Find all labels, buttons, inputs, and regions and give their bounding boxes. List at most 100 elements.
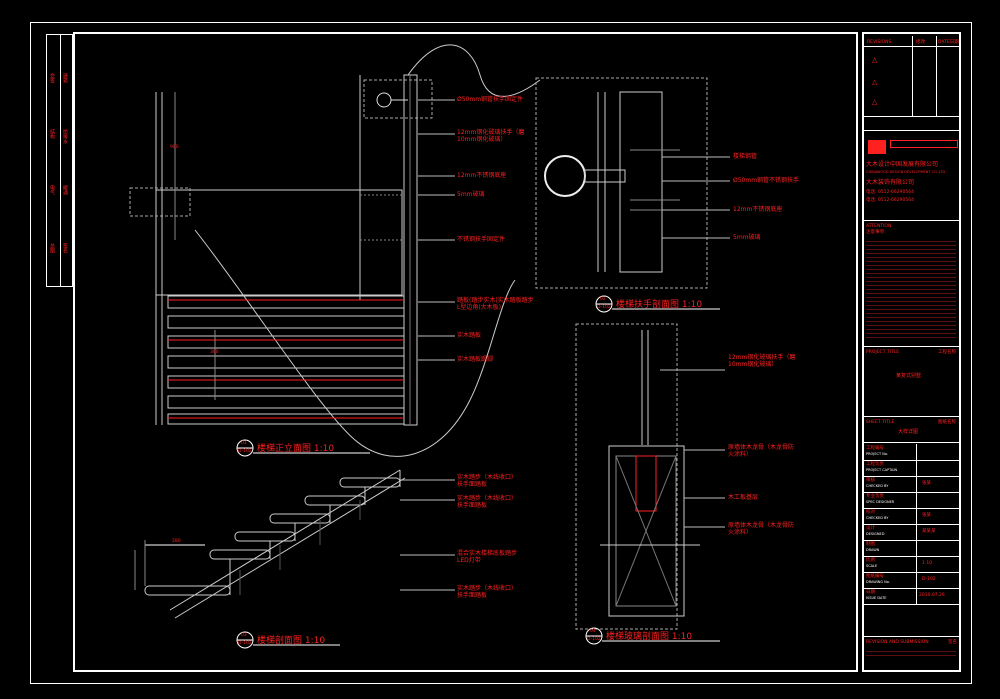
field-cn: 工程编号 — [866, 446, 884, 451]
field-val: 张某 — [922, 481, 931, 486]
field-cn: 校对 — [866, 510, 875, 515]
sheet-label-cn: 图纸名称 — [938, 420, 956, 425]
project-label-cn: 工程名称 — [938, 350, 956, 355]
strip-label: 给排水 — [62, 129, 68, 144]
strip-label: 会签 — [49, 73, 55, 83]
warning-triangle-icon: △ — [872, 78, 878, 86]
warning-triangle-icon: △ — [872, 56, 878, 64]
footer-label-cn: 签名 — [948, 640, 957, 645]
field-cn: 制图 — [866, 542, 875, 547]
field-en: SPEC DESIGNER — [866, 500, 895, 504]
strip-label: 建筑 — [62, 73, 68, 83]
field-en: SCALE — [866, 564, 878, 568]
left-sign-strip: 会签 建筑 结构 给排水 电气 暖通 总图 签名 — [46, 34, 73, 287]
field-cn: 专业负责 — [866, 494, 884, 499]
footer-text-lines — [866, 648, 956, 658]
field-en: PROJECT CAPTAIN — [866, 468, 898, 472]
drawing-frame — [73, 32, 858, 672]
badge-bottom: D-102 — [597, 305, 611, 310]
glass-panel — [155, 189, 403, 296]
handrail-circle — [376, 92, 392, 108]
dim-rail: 900 — [170, 145, 179, 150]
note: Ø50mm钢管扶手固定件 — [457, 96, 524, 103]
field-cn: 审核 — [866, 478, 875, 483]
notice-cn: 注意事项： — [866, 230, 889, 235]
field-en: CHECKED BY — [866, 484, 889, 488]
note: 12mm钢化玻璃扶手（磨10mm钢化玻璃） — [457, 129, 525, 143]
note: 12mm不锈钢底座 — [457, 172, 507, 179]
field-en: DRAWING No. — [866, 580, 890, 584]
title-badges — [236, 295, 720, 649]
company-logo — [868, 140, 886, 154]
notice-text-block — [866, 238, 956, 338]
revisions-col3: DATE日期 — [938, 40, 959, 45]
footer-label: REVISION AND SUBMISSION — [866, 640, 929, 645]
field-cn: 工程负责 — [866, 462, 884, 467]
strip-label: 签名 — [62, 243, 68, 253]
badge-bottom: D-102 — [238, 449, 252, 454]
view-title-handrail: 楼梯扶手剖面图 1:10 — [616, 300, 703, 310]
strip-label: 总图 — [49, 243, 55, 253]
field-val: D-102 — [922, 577, 936, 582]
note: 实木踏板踢脚 — [457, 356, 494, 363]
field-en: DRAWN — [866, 548, 880, 552]
badge-top: 03 — [241, 633, 247, 638]
dim-riser: 300 — [210, 350, 219, 355]
company-name-cn: 大木设计中国发展有限公司 — [866, 161, 939, 168]
sheet-outer-border — [30, 22, 972, 684]
field-en: ISSUE DATE — [866, 596, 887, 600]
view-title-stair-section: 楼梯剖面图 1:10 — [257, 636, 326, 646]
break-curve-2 — [194, 229, 516, 457]
tel1: 电话: 0512-66290564 — [866, 190, 914, 195]
field-val: 2010.07.26 — [919, 593, 945, 598]
badge-bottom: D-102 — [238, 641, 252, 646]
wall-body — [608, 445, 685, 617]
field-cn: 图纸编号 — [866, 574, 884, 579]
project-name: 某复式别墅 — [896, 373, 922, 379]
dim-tread: 280 — [172, 539, 181, 544]
note: 踏板(踏步实木)实木踏板踏步L型边角(大木板) — [457, 297, 534, 311]
break-curve — [407, 44, 541, 97]
strip-label: 结构 — [49, 129, 55, 139]
badge-bottom: D-102 — [587, 637, 601, 642]
note: 实木踏步（木线收口）扶手面踏板 — [457, 474, 518, 488]
project-label: PROJECT TITLE — [866, 350, 900, 355]
revision-table: REVISIONS 修改 DATE日期 △ △ △ — [864, 36, 960, 117]
badge-top: 04 — [590, 629, 596, 634]
strip-label: 暖通 — [62, 185, 68, 195]
note: 原墙体木龙骨（木龙骨防火涂料） — [728, 522, 795, 536]
note: 实木踏步（木线收口）扶手面踏板 — [457, 495, 518, 509]
field-cn: 比例 — [866, 558, 875, 563]
handrail-section-circle — [544, 155, 586, 197]
badge-top: 02 — [600, 297, 606, 302]
note: 混合实木楼梯底板踏步LED灯带 — [457, 550, 518, 564]
field-en: PROJECT No. — [866, 452, 889, 456]
note: 12mm钢化玻璃扶手（磨10mm钢化玻璃） — [728, 354, 796, 368]
company-name-cn2: 大木装饰有限公司 — [866, 179, 915, 186]
field-val: 某某某 — [922, 529, 936, 534]
field-en: DESIGNED — [866, 532, 885, 536]
company-name-en: CHINAWOOD DESIGN DEVELOPMENT CO.,LTD — [866, 170, 946, 174]
title-block-frame — [862, 32, 961, 672]
field-cn: 设计 — [866, 526, 875, 531]
badge-top: 01 — [241, 441, 247, 446]
strip-label: 电气 — [49, 185, 55, 195]
note: 实木踏步（木线收口）扶手面踏板 — [457, 585, 518, 599]
revisions-col2: 修改 — [916, 40, 925, 45]
field-val: 1:10 — [922, 561, 933, 566]
field-cn: 日期 — [866, 590, 875, 595]
field-en: CHECKED BY — [866, 516, 889, 520]
view-title-wall-section: 楼梯玻璃剖面图 1:10 — [606, 632, 693, 642]
note: 5mm玻璃 — [457, 191, 485, 198]
note: 5mm玻璃 — [733, 234, 761, 241]
note: 不锈钢扶手固定件 — [457, 236, 506, 243]
warning-triangle-icon: △ — [872, 98, 878, 106]
note: 实木踏板 — [457, 332, 482, 339]
view-title-elevation: 楼梯正立面图 1:10 — [257, 444, 335, 454]
note: 楼梯钢管 — [733, 153, 758, 160]
note: 木工板基层 — [728, 494, 759, 501]
note: 原墙体木龙骨（木龙骨防火涂料） — [728, 444, 795, 458]
sheet-label: SHEET TITLE — [866, 420, 895, 425]
wall-section — [619, 91, 663, 273]
